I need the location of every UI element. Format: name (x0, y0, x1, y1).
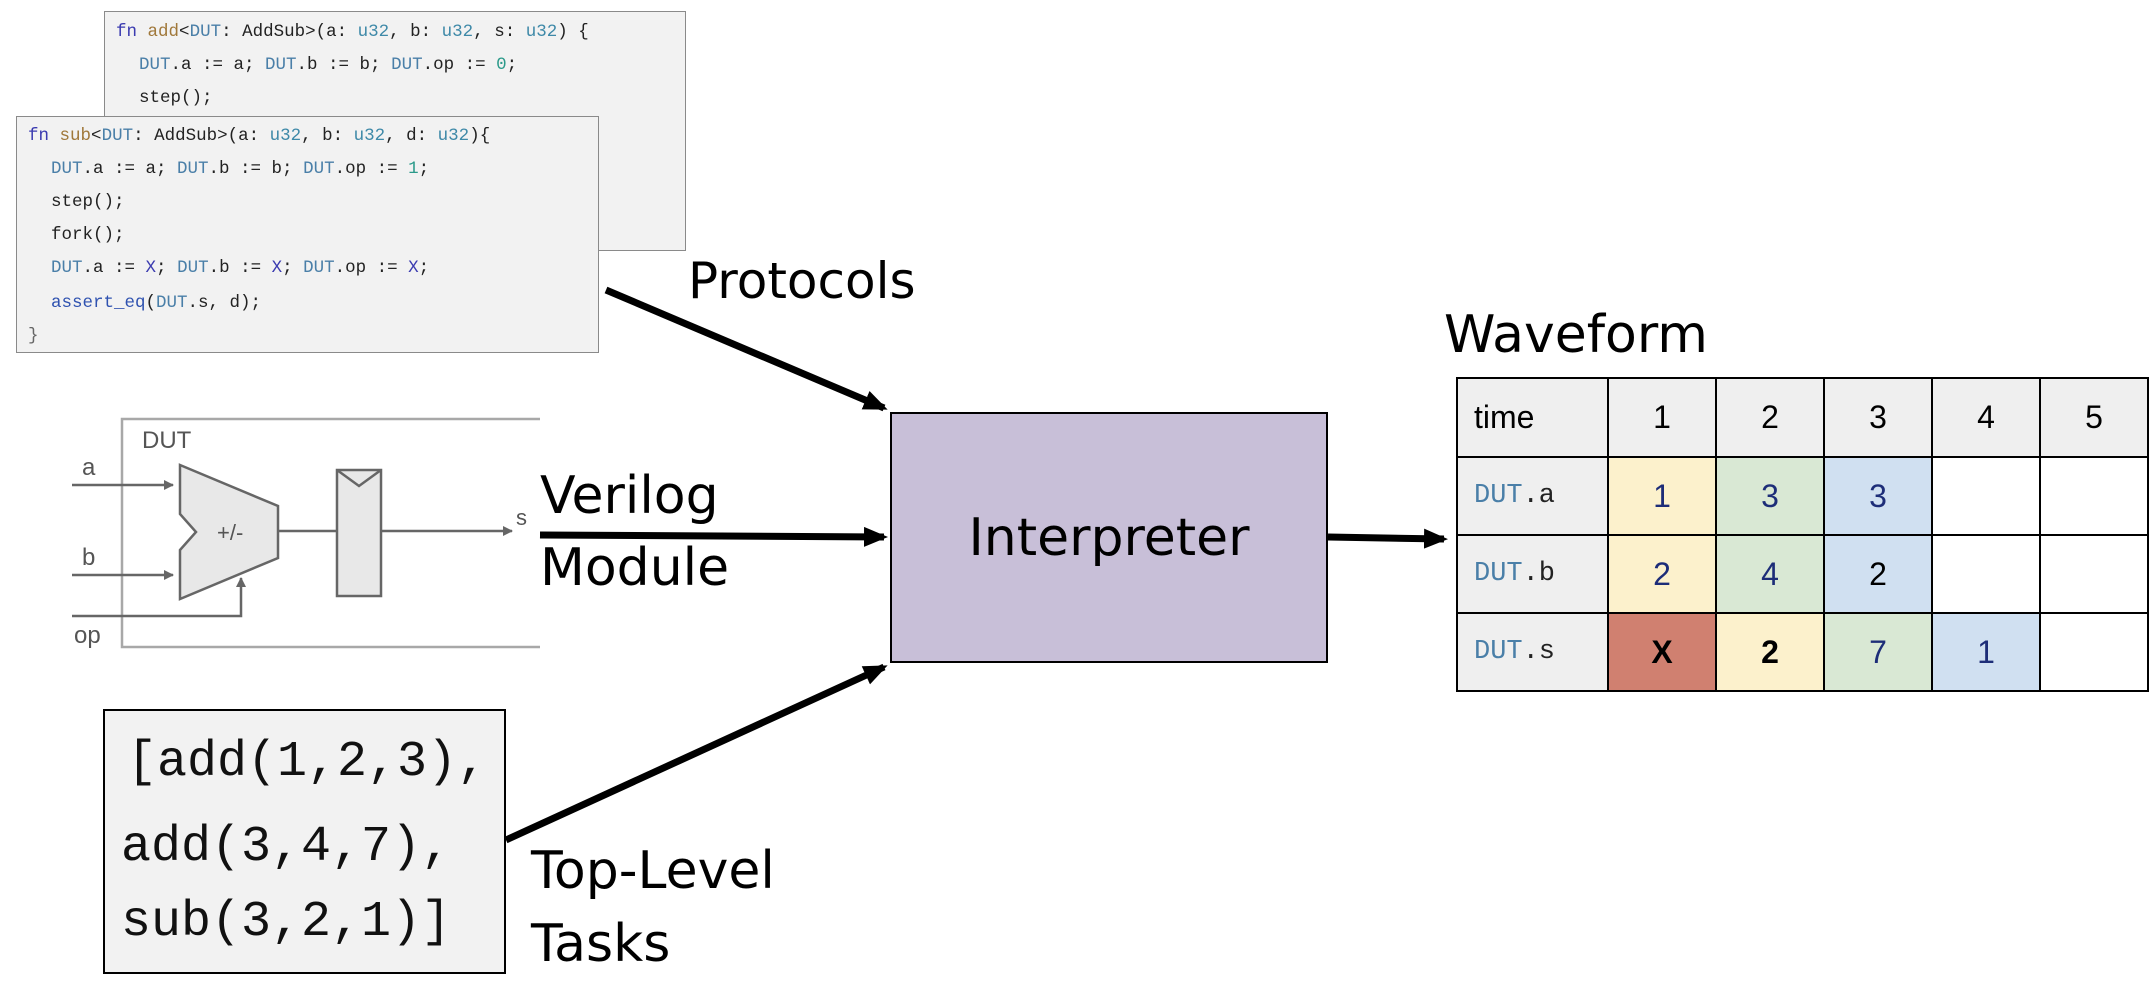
waveform-cell: 1 (1607, 456, 1717, 536)
waveform-cell: 2 (1607, 534, 1717, 614)
waveform-cell (2039, 534, 2149, 614)
waveform-arrow (1327, 528, 1448, 549)
task-line-2: add(3,4,7), (121, 819, 452, 876)
header-cycle-1: 1 (1607, 377, 1717, 458)
add-code-line-2: DUT.a := a; DUT.b := b; DUT.op := 0; (139, 55, 518, 75)
waveform-row-a: DUT.a 1 3 3 (1456, 456, 2149, 536)
register (335, 468, 383, 598)
waveform-cell: 3 (1823, 456, 1933, 536)
interpreter-label: Interpreter (968, 507, 1250, 568)
header-cycle-4: 4 (1931, 377, 2041, 458)
sub-code-line-5: DUT.a := X; DUT.b := X; DUT.op := X; (51, 258, 430, 278)
port-op-label: op (74, 622, 101, 649)
task-line-3: sub(3,2,1)] (121, 894, 452, 951)
task-line-1: [add(1,2,3), (127, 734, 488, 791)
sub-code-line-7: } (28, 326, 39, 346)
waveform-table: time 1 2 3 4 5 DUT.a 1 3 3 DUT.b 2 4 2 D… (1456, 377, 2149, 692)
protocols-label: Protocols (688, 252, 916, 310)
waveform-cell: X (1607, 612, 1717, 692)
header-cycle-3: 3 (1823, 377, 1933, 458)
verilog-label-line-2: Module (540, 538, 730, 598)
header-cycle-5: 5 (2039, 377, 2149, 458)
top-level-tasks-box: [add(1,2,3), add(3,4,7), sub(3,2,1)] (103, 709, 506, 974)
verilog-arrow (539, 526, 888, 547)
alu-adder-subtractor (178, 463, 280, 601)
header-cycle-2: 2 (1715, 377, 1825, 458)
header-time: time (1456, 377, 1609, 458)
waveform-header-row: time 1 2 3 4 5 (1456, 377, 2149, 458)
add-code-line-3: step(); (139, 88, 213, 108)
signal-name: DUT.b (1456, 534, 1609, 614)
waveform-cell: 4 (1715, 534, 1825, 614)
waveform-cell (2039, 456, 2149, 536)
sub-code-line-4: fork(); (51, 225, 125, 245)
waveform-row-b: DUT.b 2 4 2 (1456, 534, 2149, 614)
sub-code-line-2: DUT.a := a; DUT.b := b; DUT.op := 1; (51, 159, 430, 179)
waveform-label: Waveform (1444, 305, 1708, 365)
waveform-cell (2039, 612, 2149, 692)
toplevel-label-line-1: Top-Level (531, 841, 775, 901)
dut-block-diagram: DUT a b op +/- s (72, 417, 540, 649)
verilog-label-line-1: Verilog (540, 466, 719, 526)
waveform-cell: 3 (1715, 456, 1825, 536)
dut-title: DUT (142, 427, 192, 454)
toplevel-label-line-2: Tasks (531, 914, 671, 974)
op-wire (72, 577, 246, 618)
waveform-cell (1931, 534, 2041, 614)
alu-label: +/- (217, 520, 243, 545)
sub-code-line-3: step(); (51, 192, 125, 212)
waveform-row-s: DUT.s X 2 7 1 (1456, 612, 2149, 692)
waveform-cell (1931, 456, 2041, 536)
sub-code-line-1: fn sub<DUT: AddSub>(a: u32, b: u32, d: u… (28, 126, 491, 146)
waveform-cell: 1 (1931, 612, 2041, 692)
waveform-cell: 7 (1823, 612, 1933, 692)
signal-name: DUT.s (1456, 612, 1609, 692)
interpreter-box: Interpreter (890, 412, 1328, 663)
register-clock-marker (336, 468, 382, 488)
port-b-label: b (82, 544, 95, 571)
port-a-label: a (82, 454, 96, 481)
add-code-line-1: fn add<DUT: AddSub>(a: u32, b: u32, s: u… (116, 22, 589, 42)
waveform-cell: 2 (1715, 612, 1825, 692)
protocols-arrow (604, 286, 888, 412)
sub-code-line-6: assert_eq(DUT.s, d); (51, 293, 262, 313)
sub-protocol-code: fn sub<DUT: AddSub>(a: u32, b: u32, d: u… (16, 116, 599, 353)
tasks-arrow (504, 663, 888, 844)
waveform-cell: 2 (1823, 534, 1933, 614)
dut-boundary (120, 417, 540, 649)
port-s-label: s (516, 505, 527, 530)
signal-name: DUT.a (1456, 456, 1609, 536)
